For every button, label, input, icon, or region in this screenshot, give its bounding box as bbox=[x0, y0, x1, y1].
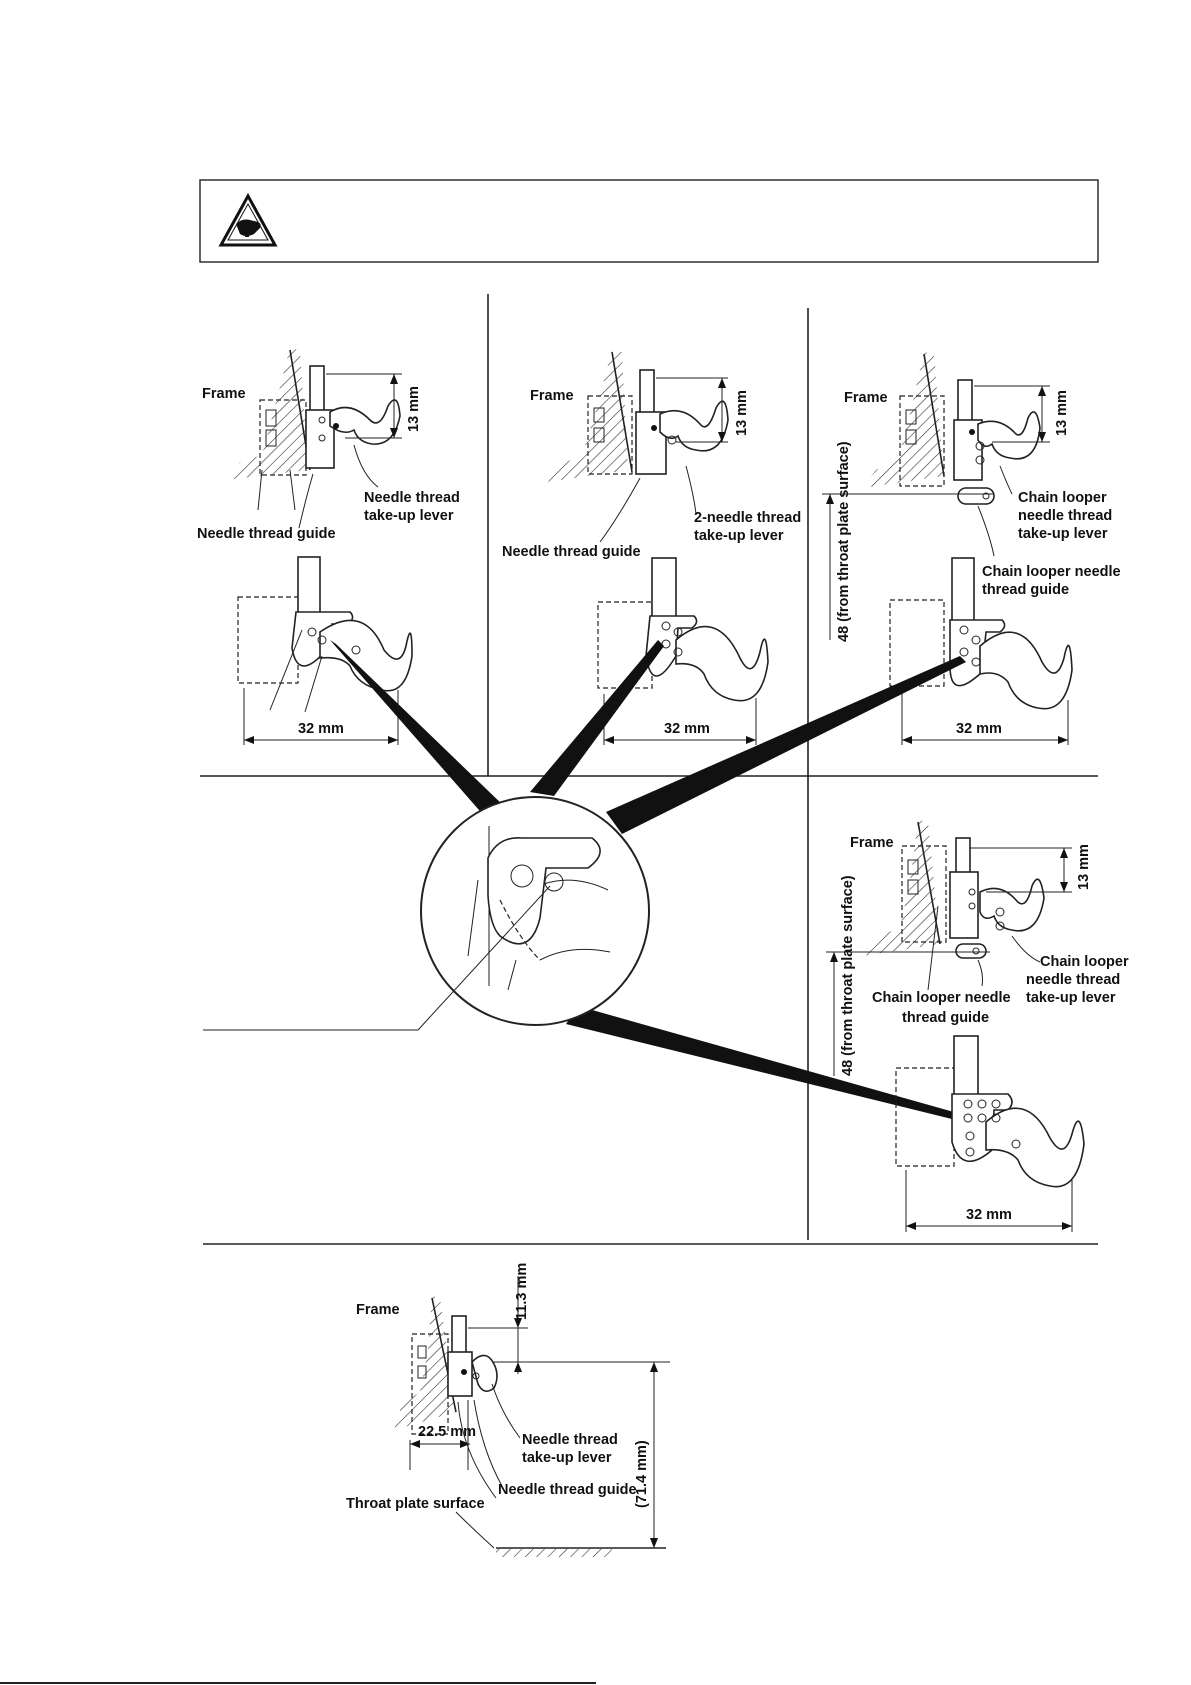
dim-22-5mm-label: 22.5 mm bbox=[418, 1424, 476, 1440]
hand-caution-icon bbox=[218, 192, 278, 247]
needle-takeup-label-5b: take-up lever bbox=[522, 1450, 612, 1466]
panel-3-chain-looper: 13 mm Frame 48 (from throat plate surfac… bbox=[822, 352, 1121, 745]
dim-13mm-label: 13 mm bbox=[406, 386, 422, 432]
panel-needle-thread-takeup: 13 mm Frame Needle thread guide Needle t… bbox=[197, 348, 460, 745]
dim-32mm-label-3: 32 mm bbox=[956, 721, 1002, 737]
panel-5-throat-plate: 11.3 mm Frame (71.4 mm) 22.5 mm Needle t… bbox=[346, 1263, 670, 1557]
dim-13mm-label-3: 13 mm bbox=[1054, 390, 1070, 436]
dim-48-label-2: 48 (from throat plate surface) bbox=[840, 875, 856, 1076]
chain-looper-takeup-label-3: take-up lever bbox=[1018, 526, 1108, 542]
chain-looper-guide-label-3: Chain looper needle bbox=[872, 990, 1011, 1006]
chain-looper-takeup-label-1: Chain looper bbox=[1018, 490, 1107, 506]
panel-2-needle-takeup: 13 mm Frame Needle thread guide 2-needle… bbox=[502, 350, 801, 745]
frame-label-3: Frame bbox=[844, 390, 888, 406]
panel-4-chain-looper: 13 mm Frame 48 (from throat plate surfac… bbox=[826, 820, 1129, 1232]
chain-looper-guide-label-4: thread guide bbox=[902, 1010, 989, 1026]
takeup-lever-label-1: Needle thread bbox=[364, 490, 460, 506]
needle-thread-guide-label-2: Needle thread guide bbox=[502, 544, 641, 560]
magnifier-detail bbox=[203, 796, 650, 1031]
frame-label-4: Frame bbox=[850, 835, 894, 851]
chain-looper-takeup-label-2: needle thread bbox=[1018, 508, 1112, 524]
magnifier-bands bbox=[330, 640, 968, 1122]
panel-dividers bbox=[200, 294, 1098, 1245]
dim-32mm-label-4: 32 mm bbox=[966, 1207, 1012, 1223]
frame-label-2: Frame bbox=[530, 388, 574, 404]
chain-looper-takeup-label-4: Chain looper bbox=[1040, 954, 1129, 970]
dim-32mm-label-2: 32 mm bbox=[664, 721, 710, 737]
dim-13mm-label-2: 13 mm bbox=[734, 390, 750, 436]
chain-looper-takeup-label-6: take-up lever bbox=[1026, 990, 1116, 1006]
warning-box bbox=[199, 179, 1099, 263]
two-needle-takeup-label-1: 2-needle thread bbox=[694, 510, 801, 526]
takeup-lever-label-2: take-up lever bbox=[364, 508, 454, 524]
dim-71-4mm-label: (71.4 mm) bbox=[634, 1440, 650, 1508]
dim-11-3mm-label: 11.3 mm bbox=[514, 1263, 530, 1320]
dim-13mm-label-4: 13 mm bbox=[1076, 844, 1092, 890]
chain-looper-guide-label-1: Chain looper needle bbox=[982, 564, 1121, 580]
frame-label: Frame bbox=[202, 386, 246, 402]
needle-guide-label-5: Needle thread guide bbox=[498, 1482, 637, 1498]
dim-48-label: 48 (from throat plate surface) bbox=[836, 441, 852, 642]
needle-takeup-label-5a: Needle thread bbox=[522, 1432, 618, 1448]
throat-plate-surface-label: Throat plate surface bbox=[346, 1496, 485, 1512]
chain-looper-takeup-label-5: needle thread bbox=[1026, 972, 1120, 988]
needle-thread-guide-label: Needle thread guide bbox=[197, 526, 336, 542]
two-needle-takeup-label-2: take-up lever bbox=[694, 528, 784, 544]
chain-looper-guide-label-2: thread guide bbox=[982, 582, 1069, 598]
dim-32mm-label-1: 32 mm bbox=[298, 721, 344, 737]
frame-label-5: Frame bbox=[356, 1302, 400, 1318]
